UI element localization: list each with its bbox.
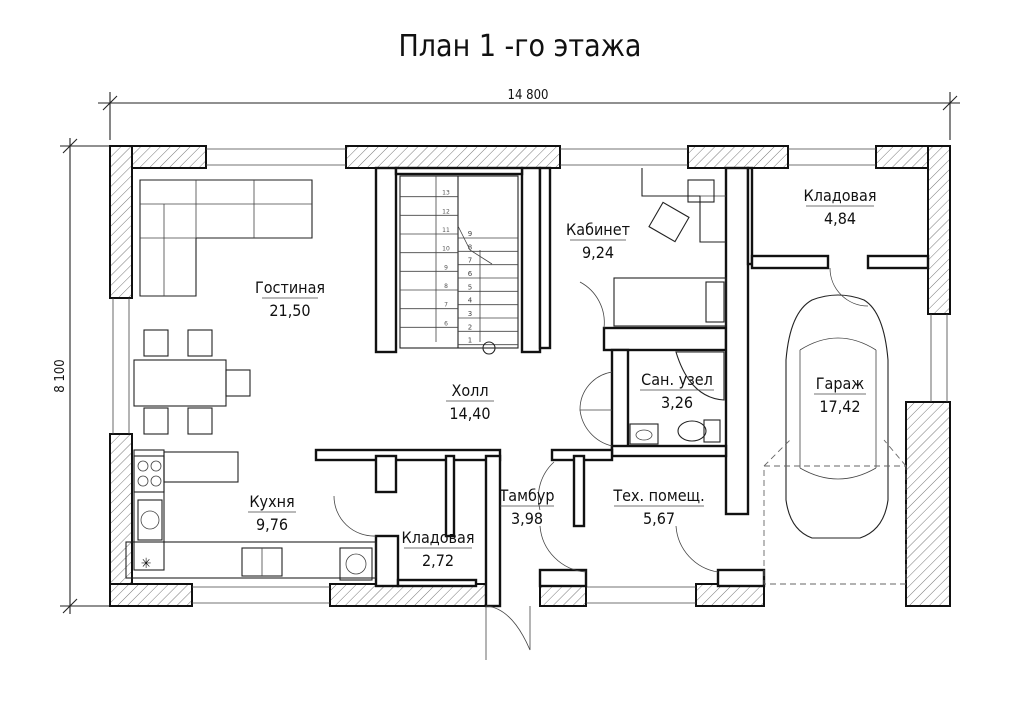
stair-step-number-left: 13 [442,190,450,197]
hood-icon: ✳ [141,556,152,572]
stair-step-number-right: 1 [468,337,472,345]
room-vestibule: Тамбур 3,98 [499,486,555,528]
room-tech: Тех. помещ. 5,67 [612,486,704,528]
room-bathroom-area: 3,26 [661,393,693,412]
living-room-furniture [133,179,313,435]
room-living-name: Гостиная [255,278,325,297]
height-dimension: 8 100 [53,138,110,614]
room-kitchen-name: Кухня [249,492,294,511]
bathroom-fixtures [629,351,725,445]
room-office-area: 9,24 [582,243,614,262]
stair-step-number-right: 7 [468,257,472,265]
room-storage-top-area: 4,84 [824,209,856,228]
stair-step-number-right: 4 [468,297,473,305]
windows [112,148,948,604]
stair-step-number-left: 7 [444,302,448,309]
width-dimension: 14 800 [98,88,960,140]
room-office-name: Кабинет [566,220,630,239]
room-hall-area: 14,40 [449,404,490,423]
room-storage-top: Кладовая 4,84 [804,186,877,228]
room-living: Гостиная 21,50 [255,278,325,320]
stair-step-number-right: 5 [468,283,472,291]
room-garage: Гараж 17,42 [814,374,866,416]
stair-step-number-right: 6 [468,270,473,278]
staircase: 13 12 11 10 9 8 7 6 9 8 7 6 5 4 3 2 1 [399,175,519,355]
room-kitchen-area: 9,76 [256,515,288,534]
plan-title: План 1 -го этажа [399,29,642,64]
stair-step-number-left: 8 [444,283,448,290]
kitchen-furniture: ✳ [125,449,377,581]
stair-step-number-right: 9 [468,230,472,238]
room-hall: Холл 14,40 [446,381,494,423]
room-garage-area: 17,42 [819,397,860,416]
room-living-area: 21,50 [269,301,310,320]
room-tech-name: Тех. помещ. [612,486,704,505]
stair-step-number-left: 6 [444,320,448,327]
exterior-walls [109,145,951,607]
stair-step-number-right: 8 [468,243,472,251]
stair-step-number-left: 9 [444,264,448,271]
doors [333,267,869,660]
room-kitchen: Кухня 9,76 [248,492,296,534]
interior-walls [314,166,930,608]
stair-step-number-left: 10 [442,246,450,253]
room-garage-name: Гараж [816,374,865,393]
stair-step-number-right: 2 [468,323,472,331]
width-dimension-label: 14 800 [508,88,549,103]
room-storage-top-name: Кладовая [804,186,877,205]
room-labels: Гостиная 21,50 Кабинет 9,24 Кладовая 4,8… [248,186,876,570]
stair-step-number-left: 11 [442,227,450,234]
office-furniture [613,168,727,327]
room-bathroom: Сан. узел 3,26 [640,370,714,412]
room-tech-area: 5,67 [643,509,675,528]
room-storage-bottom: Кладовая 2,72 [402,528,475,570]
height-dimension-label: 8 100 [53,359,68,392]
room-storage-bottom-area: 2,72 [422,551,454,570]
stair-step-number-right: 3 [468,310,472,318]
room-bathroom-name: Сан. узел [641,370,713,389]
car-outline [763,294,907,585]
room-storage-bottom-name: Кладовая [402,528,475,547]
room-hall-name: Холл [451,381,488,400]
room-vestibule-area: 3,98 [511,509,543,528]
room-office: Кабинет 9,24 [566,220,630,262]
stair-step-number-left: 12 [442,208,450,215]
room-vestibule-name: Тамбур [499,486,555,505]
